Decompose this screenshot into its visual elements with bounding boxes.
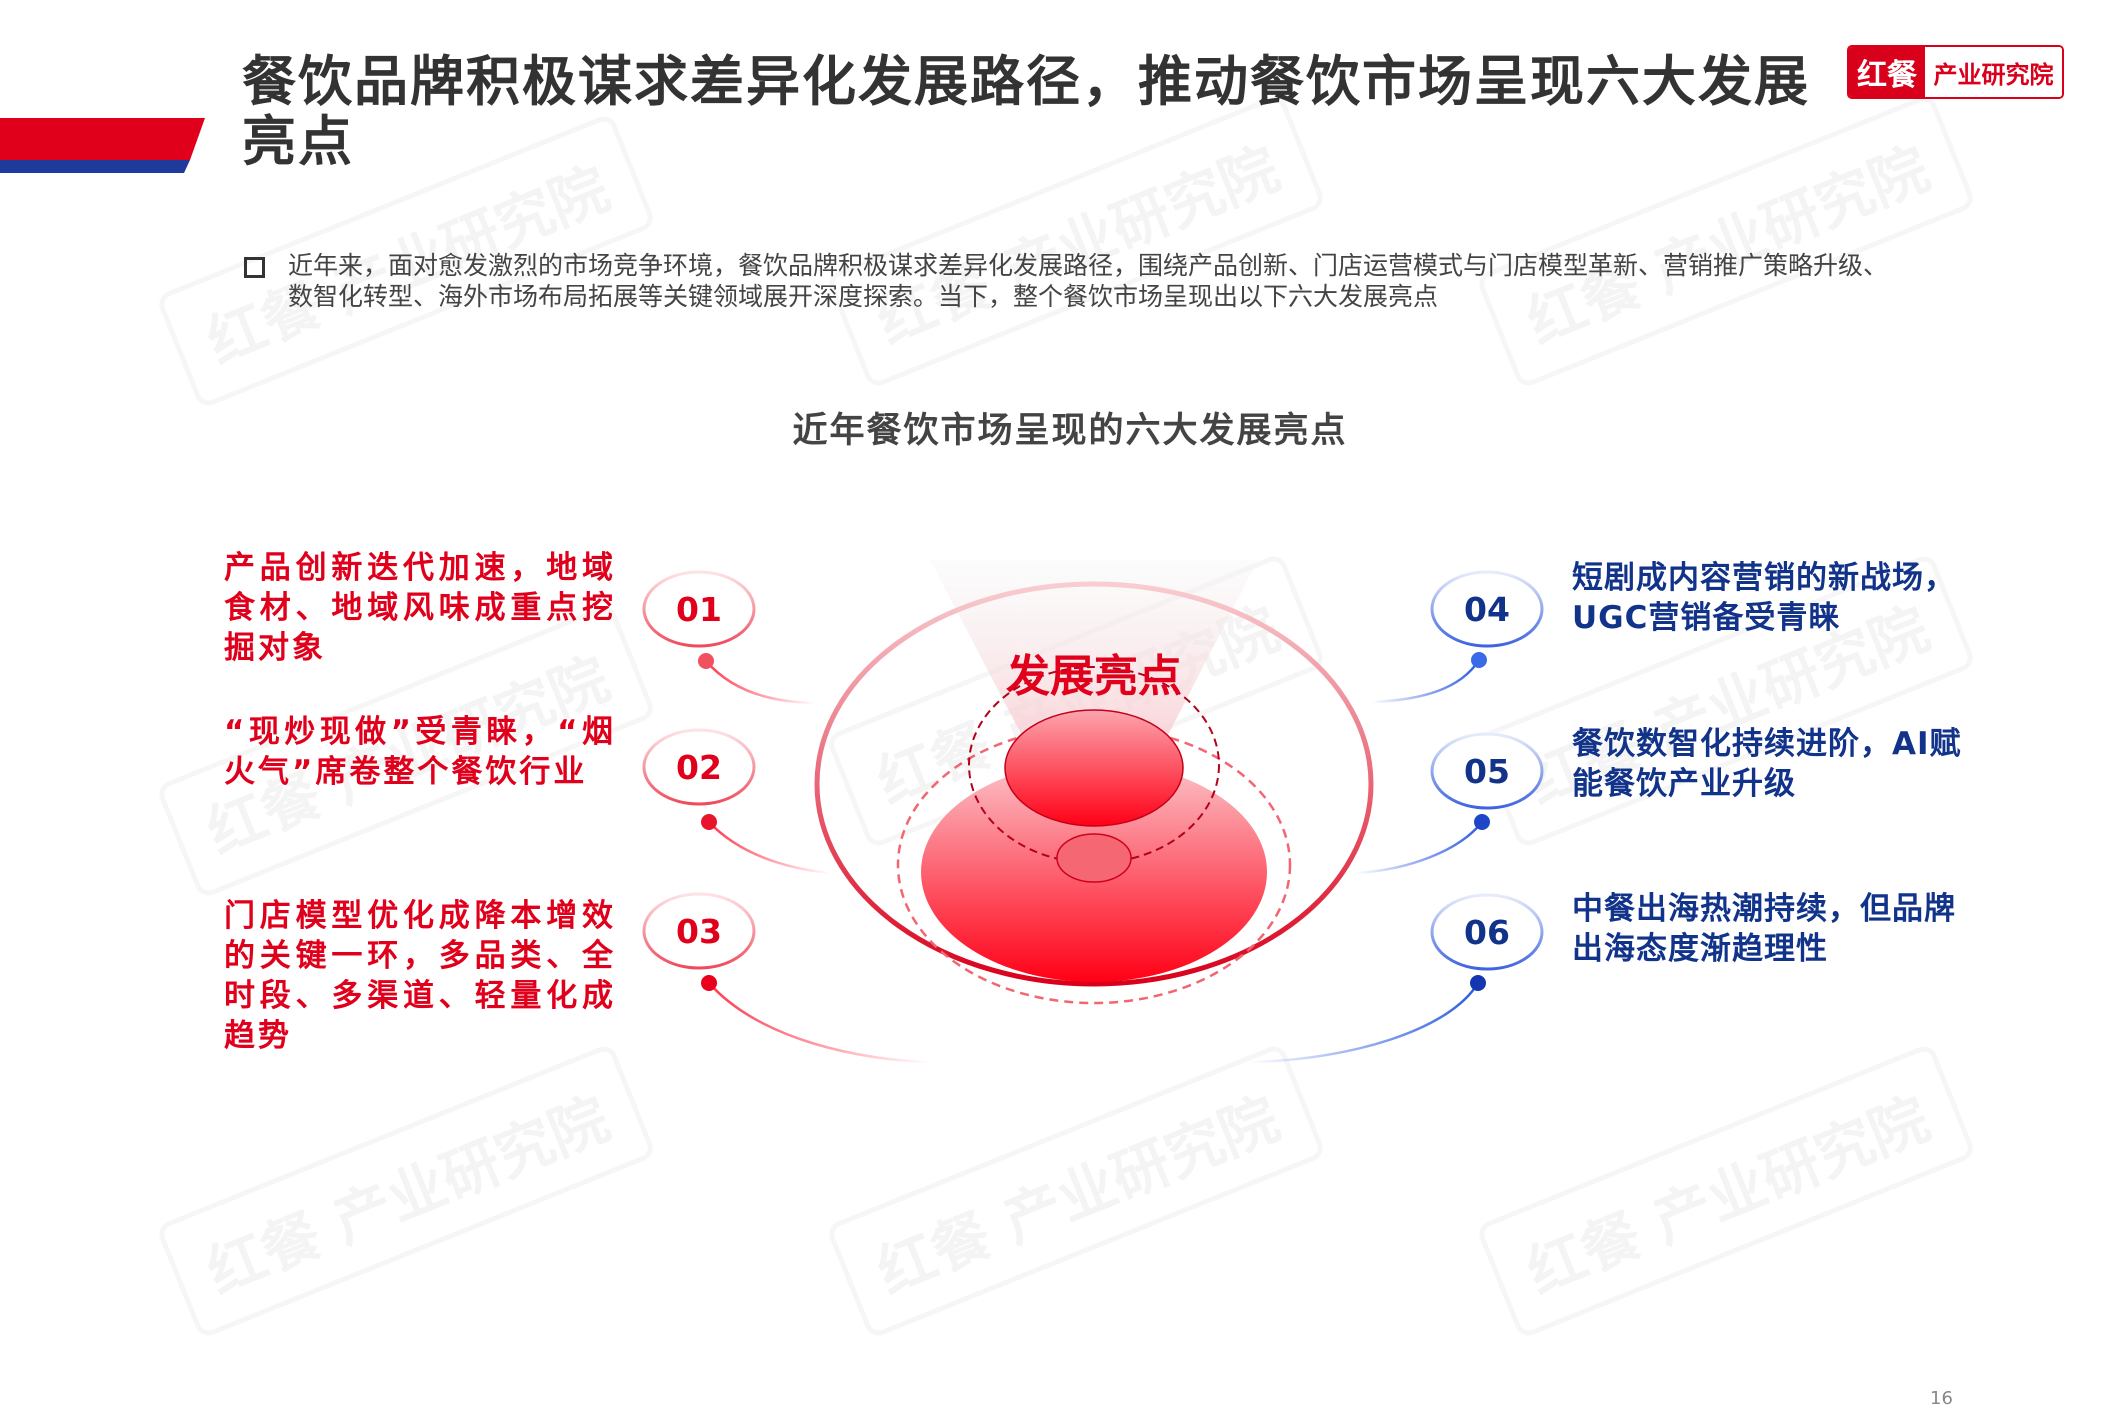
left-connectors <box>642 570 931 1064</box>
center-label: 发展亮点 <box>1006 651 1182 702</box>
right-connectors <box>1249 570 1544 1064</box>
highlight-number-03: 03 <box>676 911 722 951</box>
logo-brand: 红餐 <box>1849 47 1925 97</box>
highlight-number-05: 05 <box>1464 751 1510 791</box>
highlight-text-02: “现炒现做”受青睐，“烟火气”席卷整个餐饮行业 <box>224 714 616 790</box>
highlight-number-04: 04 <box>1464 589 1510 629</box>
small-disc <box>1056 833 1132 883</box>
header-stripe-red <box>0 118 205 160</box>
highlight-text-05: 餐饮数智化持续进阶，AI赋能餐饮产业升级 <box>1572 726 1962 802</box>
page-number: 16 <box>1930 1388 1953 1409</box>
diagram-title: 近年餐饮市场呈现的六大发展亮点 <box>792 411 1348 451</box>
logo-name: 产业研究院 <box>1925 47 2062 97</box>
highlight-number-01: 01 <box>676 589 722 629</box>
outer-ring <box>814 581 1374 987</box>
highlight-text-06: 中餐出海热潮持续，但品牌出海态度渐趋理性 <box>1572 891 1956 967</box>
light-cone <box>930 560 1258 770</box>
intro-paragraph: 近年来，面对愈发激烈的市场竞争环境，餐饮品牌积极谋求差异化发展路径，围绕产品创新… <box>288 251 1889 311</box>
dashed-ring-outer <box>896 725 1292 1005</box>
page-title: 餐饮品牌积极谋求差异化发展路径，推动餐饮市场呈现六大发展亮点 <box>242 50 1810 173</box>
top-disc <box>1004 709 1184 827</box>
highlight-number-06: 06 <box>1464 912 1510 952</box>
bullet-square-icon <box>244 257 265 278</box>
brand-logo: 红餐 产业研究院 <box>1847 45 2064 99</box>
header-stripe-blue <box>0 160 190 173</box>
highlight-number-02: 02 <box>676 747 722 787</box>
highlight-text-03: 门店模型优化成降本增效的关键一环，多品类、全时段、多渠道、轻量化成趋势 <box>224 898 616 1054</box>
highlight-text-04: 短剧成内容营销的新战场，UGC营销备受青睐 <box>1572 560 1956 636</box>
highlight-text-01: 产品创新迭代加速，地域食材、地域风味成重点挖掘对象 <box>224 550 616 666</box>
